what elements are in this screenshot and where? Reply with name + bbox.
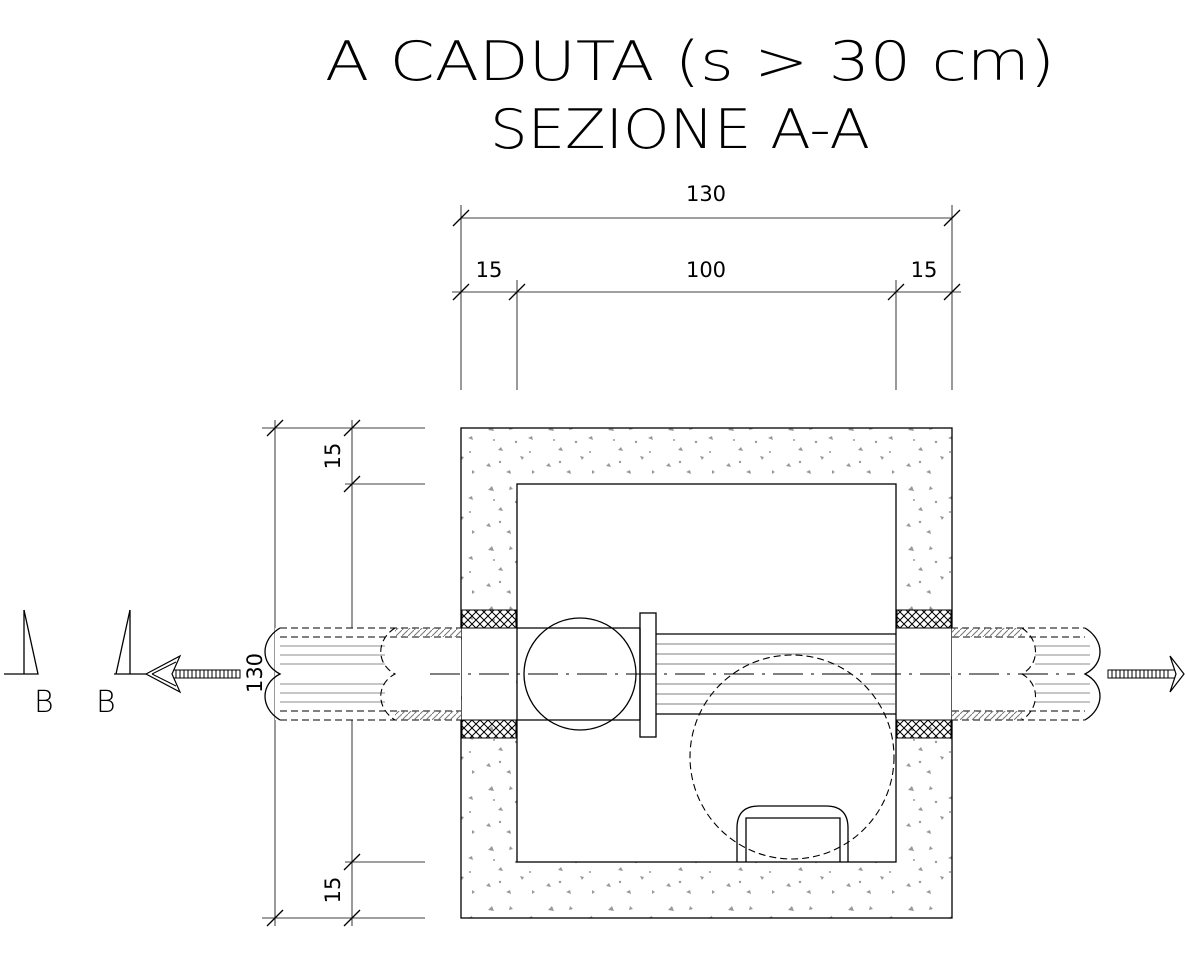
title-line-2: SEZIONE A-A	[490, 98, 870, 161]
manhole-walls	[460, 427, 953, 919]
section-marker-right: B	[96, 609, 146, 720]
dim-left-top-wall: 15	[321, 443, 345, 470]
top-dimensions: 130 15 100 15	[452, 182, 961, 390]
dim-left-total: 130	[243, 653, 267, 693]
flow-arrow-right	[1107, 655, 1185, 693]
dim-top-left-wall: 15	[476, 258, 503, 282]
section-label-b-2: B	[96, 685, 116, 720]
drop-pipe	[689, 654, 895, 860]
support-bracket	[736, 805, 849, 862]
section-marker-left: B	[4, 609, 54, 720]
inner-pipe	[517, 612, 896, 738]
section-label-b-1: B	[34, 685, 54, 720]
dim-top-inner: 100	[686, 258, 726, 282]
dim-top-right-wall: 15	[911, 258, 938, 282]
title-line-1: A CADUTA (s > 30 cm)	[325, 30, 1055, 93]
flow-arrow-left	[144, 654, 241, 694]
dim-top-total: 130	[686, 182, 726, 206]
flange	[639, 612, 657, 738]
dim-left-bottom-wall: 15	[321, 877, 345, 904]
